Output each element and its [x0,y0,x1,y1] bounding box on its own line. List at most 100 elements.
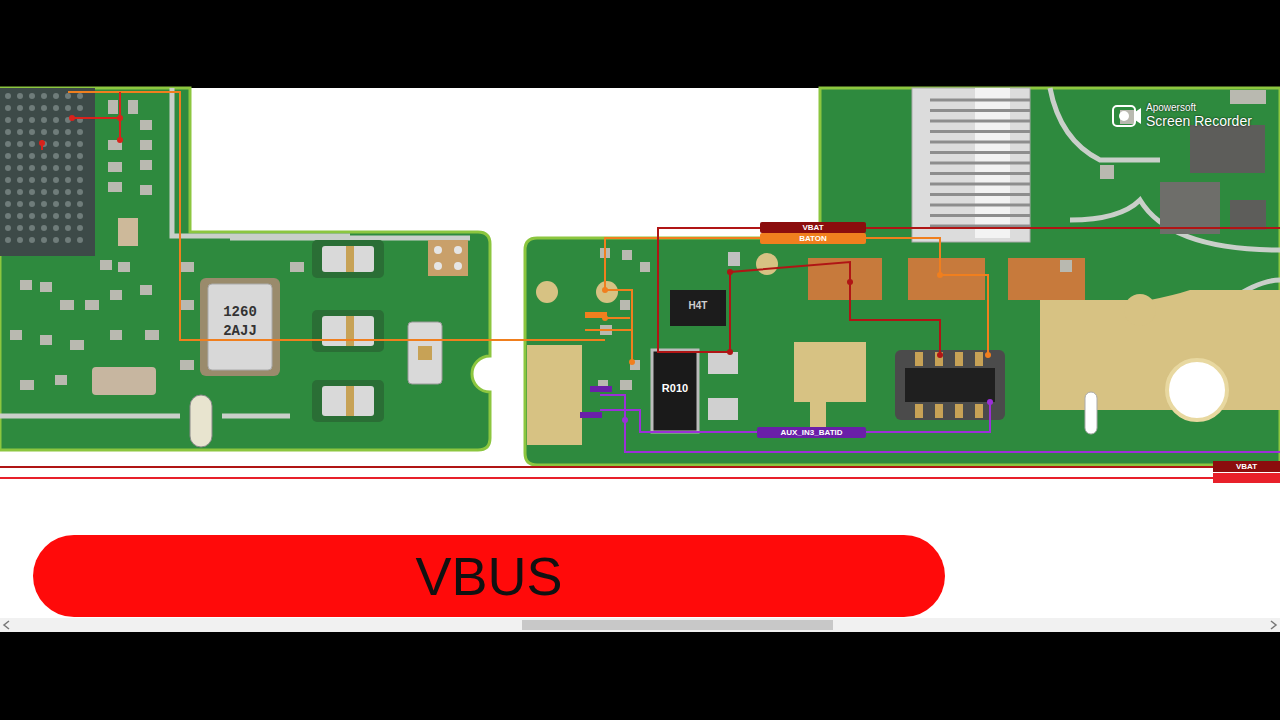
bga-ball [29,129,35,135]
bga-ball [77,177,83,183]
bga-ball [29,225,35,231]
bga-ball [5,141,11,147]
bga-ball [53,129,59,135]
scrollbar [0,618,1280,632]
bga-ball [53,201,59,207]
bga-ball [17,201,23,207]
part-marking: H4T [670,301,726,311]
bga-ball [17,93,23,99]
ic-chip [670,290,726,326]
bga-ball [53,117,59,123]
bga-ball [17,153,23,159]
bga-ball [41,237,47,243]
bga-ball [65,153,71,159]
bga-ball [17,237,23,243]
bga-ball [29,93,35,99]
bga-ball [65,189,71,195]
net-tag [590,386,612,392]
bga-ball [77,105,83,111]
watermark: Screen Recorder [1146,114,1252,128]
node-label: AUX_IN3_BATID [780,429,842,437]
bga-ball [17,129,23,135]
shield-clips [190,240,468,447]
part-marking: 1260 [208,305,272,319]
bga-ball [53,237,59,243]
bga-ball [41,93,47,99]
connector-pin [930,193,1030,196]
bga-ball [29,177,35,183]
bga-ball [77,153,83,159]
node-label: VBAT [802,224,823,232]
bga-ball [5,177,11,183]
bga-ball [5,129,11,135]
bga-ball [5,105,11,111]
bga-ball [65,213,71,219]
bga-balls [5,93,83,243]
resistor-symbol [652,350,698,432]
bga-ball [17,117,23,123]
bga-ball [5,237,11,243]
net-tag: VBAT [760,222,866,233]
connector-pin [930,151,1030,154]
bga-ball [53,165,59,171]
bga-ball [29,153,35,159]
bga-ball [29,117,35,123]
bga-ball [29,165,35,171]
right-board-parts [527,88,1280,445]
connector-pin [930,162,1030,165]
bga-ball [77,201,83,207]
bga-ball [5,165,11,171]
bga-ball [41,225,47,231]
bga-ball [77,93,83,99]
node-label: VBUS [415,549,562,603]
pcb-right [525,88,1280,465]
net-tag: AUX_IN3_BATID [757,427,866,438]
battery-connector [895,350,1005,420]
bga-ball [53,189,59,195]
probe-dot [39,115,993,423]
signal-wire [0,92,1280,478]
bga-ball [29,237,35,243]
recorder-icon [1113,106,1141,126]
bga-ball [65,225,71,231]
bga-ball [17,165,23,171]
bga-ball [77,141,83,147]
scrollbar-thumb [522,620,833,630]
connector-pin [930,204,1030,207]
bga-ball [17,141,23,147]
net-tag [585,312,607,318]
bga-ball [77,165,83,171]
part-marking: 2AJJ [208,324,272,338]
node-label: VBAT [1236,463,1257,471]
bga-ball [29,201,35,207]
bga-ball [5,225,11,231]
shield-trace [0,88,1280,416]
bga-ball [29,141,35,147]
bga-ball [41,201,47,207]
scroll-arrow [4,621,9,629]
bga-ball [17,213,23,219]
connector-pin [930,214,1030,217]
bga-ball [41,153,47,159]
connector-pin [930,130,1030,133]
connector-pin [930,99,1030,102]
bga-ball [5,93,11,99]
scroll-arrow [1271,621,1276,629]
bga-ball [77,189,83,195]
bga-ball [41,129,47,135]
signal-banner: VBUS [33,535,945,617]
bga-ball [17,225,23,231]
bga-ball [17,177,23,183]
bga-ball [77,129,83,135]
board-connector [912,88,1030,242]
bga-ball [53,225,59,231]
net-tag [1213,473,1280,483]
bga-ball [65,105,71,111]
bga-ball [29,189,35,195]
smd-components [10,100,304,395]
bga-ball [41,189,47,195]
connector-pin [930,109,1030,112]
